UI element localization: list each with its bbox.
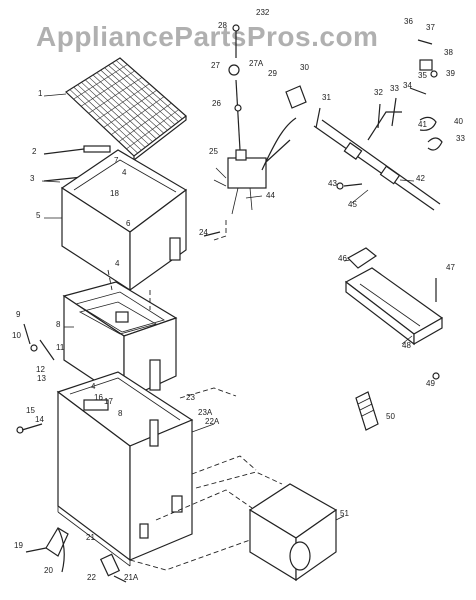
callout-c41: 41 <box>418 120 427 129</box>
callout-c30: 30 <box>300 63 309 72</box>
shelf-grid-line <box>80 70 135 107</box>
leader-lines <box>41 93 415 521</box>
callout-c22: 22 <box>87 573 96 582</box>
callout-c32: 32 <box>374 88 383 97</box>
shelf-grid-line <box>103 89 157 128</box>
callout-c4c: 4 <box>91 382 96 391</box>
callout-c31: 31 <box>322 93 331 102</box>
callout-c15: 15 <box>26 406 35 415</box>
shelf-grid-line <box>77 84 146 148</box>
callout-c22a: 22A <box>205 417 220 426</box>
liner-box <box>60 149 188 292</box>
callout-c23: 23 <box>186 393 195 402</box>
callout-c33: 33 <box>390 84 399 93</box>
callout-c43: 43 <box>328 179 337 188</box>
callout-c19: 19 <box>14 541 23 550</box>
shelf-grid-line <box>104 67 172 128</box>
callout-c6: 6 <box>126 219 131 228</box>
callout-c5: 5 <box>36 211 41 220</box>
callout-c37: 37 <box>426 23 435 32</box>
callout-c34: 34 <box>403 81 412 90</box>
shelf-grid-line <box>115 60 183 120</box>
callout-c39: 39 <box>446 69 455 78</box>
callout-c21: 21 <box>86 533 95 542</box>
callout-c13: 13 <box>37 374 46 383</box>
callout-c4b: 4 <box>115 259 120 268</box>
callout-c42: 42 <box>416 174 425 183</box>
callout-c14: 14 <box>35 415 44 424</box>
shelf-grid-line <box>96 72 164 134</box>
callout-c40: 40 <box>454 117 463 126</box>
callout-c26: 26 <box>212 99 221 108</box>
callout-c25: 25 <box>209 147 218 156</box>
shelf-grid-line <box>88 77 143 114</box>
callout-c23a: 23A <box>198 408 213 417</box>
small-vent <box>355 391 379 431</box>
callout-c29: 29 <box>268 69 277 78</box>
shelf-grid-line <box>69 89 138 154</box>
callout-c47: 47 <box>446 263 455 272</box>
callout-c16: 16 <box>94 393 103 402</box>
callout-c20: 20 <box>44 566 53 575</box>
callout-c11: 11 <box>56 343 65 352</box>
callout-c4: 4 <box>122 168 127 177</box>
callout-c3: 3 <box>30 174 35 183</box>
callout-c8b: 8 <box>118 409 123 418</box>
shelf-grid-line <box>73 86 142 151</box>
callout-c50: 50 <box>386 412 395 421</box>
shelf-grid-line <box>81 82 150 145</box>
callout-c17: 17 <box>104 397 113 406</box>
callout-c10: 10 <box>12 331 21 340</box>
shelf-grid-line <box>88 77 157 140</box>
shelf-grid-line <box>92 74 161 137</box>
callout-c7: 7 <box>114 156 119 165</box>
callout-c48: 48 <box>402 341 411 350</box>
shelf-grid-line <box>118 102 172 143</box>
callout-c27a: 27A <box>249 59 264 68</box>
callout-c8: 8 <box>56 320 61 329</box>
compressor-box <box>248 483 338 582</box>
cabinet <box>56 371 194 567</box>
shelf-grid-line <box>85 79 153 142</box>
callout-c35: 35 <box>418 71 427 80</box>
shelf-grid-line <box>96 83 150 121</box>
shelf-grid-line <box>108 65 176 125</box>
control-assembly <box>203 24 307 237</box>
connection-lines <box>107 220 283 571</box>
shelf-grid-line <box>111 96 165 135</box>
shelf-grid-line <box>100 69 168 131</box>
callout-c44: 44 <box>266 191 275 200</box>
callout-c38: 38 <box>444 48 453 57</box>
hinge-assembly <box>313 39 443 211</box>
shelf-grid-line <box>73 64 128 100</box>
callout-c46: 46 <box>338 254 347 263</box>
callout-c45: 45 <box>348 200 357 209</box>
callout-c9: 9 <box>16 310 21 319</box>
callout-c24: 24 <box>199 228 208 237</box>
callout-c28: 28 <box>218 21 227 30</box>
callout-c232: 232 <box>256 8 270 17</box>
callout-c1: 1 <box>38 89 43 98</box>
callout-c33b: 33 <box>456 134 465 143</box>
watermark: AppliancePartsPros.com <box>36 21 378 52</box>
callout-c51: 51 <box>340 509 349 518</box>
callout-c18: 18 <box>110 189 119 198</box>
callout-c27: 27 <box>211 61 220 70</box>
callout-c2: 2 <box>32 147 37 156</box>
callout-c12: 12 <box>36 365 45 374</box>
callout-c49: 49 <box>426 379 435 388</box>
shelf-grid-line <box>112 62 179 122</box>
callout-c36: 36 <box>404 17 413 26</box>
handle-bracket <box>344 247 444 380</box>
left-hardware <box>16 323 127 583</box>
callout-c21a: 21A <box>124 573 139 582</box>
grid-shelf <box>65 57 187 162</box>
shelf-grid-line <box>126 109 179 150</box>
